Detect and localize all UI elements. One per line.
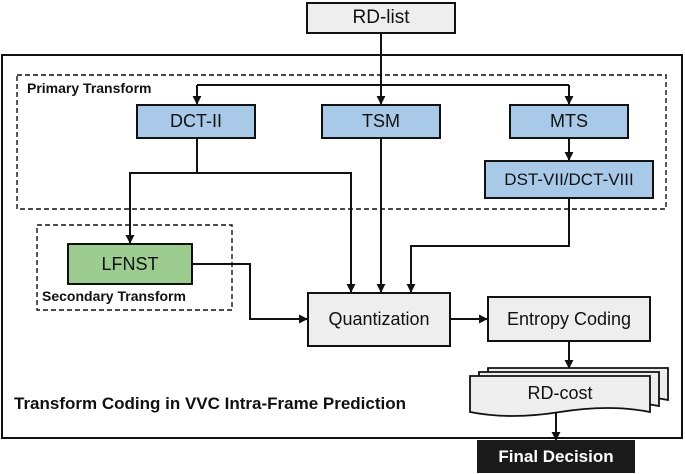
arrow-dct2-to-lfnst — [125, 139, 198, 244]
rd-cost-label: RD-cost — [527, 382, 593, 403]
arrow-lfnst-to-quantization — [193, 263, 308, 324]
dct2-box: DCT-II — [136, 104, 256, 139]
primary-transform-label: Primary Transform — [27, 80, 152, 96]
arrow-dct2-to-quantization — [197, 172, 356, 293]
diagram-caption: Transform Coding in VVC Intra-Frame Pred… — [14, 394, 406, 413]
final-decision-box: Final Decision — [477, 440, 635, 473]
dst-dct-box: DST-VII/DCT-VIII — [484, 160, 654, 199]
rd-cost-stack — [469, 367, 669, 417]
mts-box: MTS — [509, 104, 629, 139]
tsm-box: TSM — [321, 104, 441, 139]
secondary-transform-label: Secondary Transform — [42, 288, 186, 304]
quantization-box: Quantization — [307, 292, 451, 347]
entropy-coding-box: Entropy Coding — [487, 296, 651, 342]
rd-list-box: RD-list — [306, 2, 456, 34]
primary-transform-group — [16, 74, 667, 210]
outer-frame — [1, 54, 683, 439]
lfnst-box: LFNST — [67, 243, 193, 285]
secondary-transform-group — [36, 224, 233, 311]
arrow-dst-to-quantization — [406, 199, 570, 293]
